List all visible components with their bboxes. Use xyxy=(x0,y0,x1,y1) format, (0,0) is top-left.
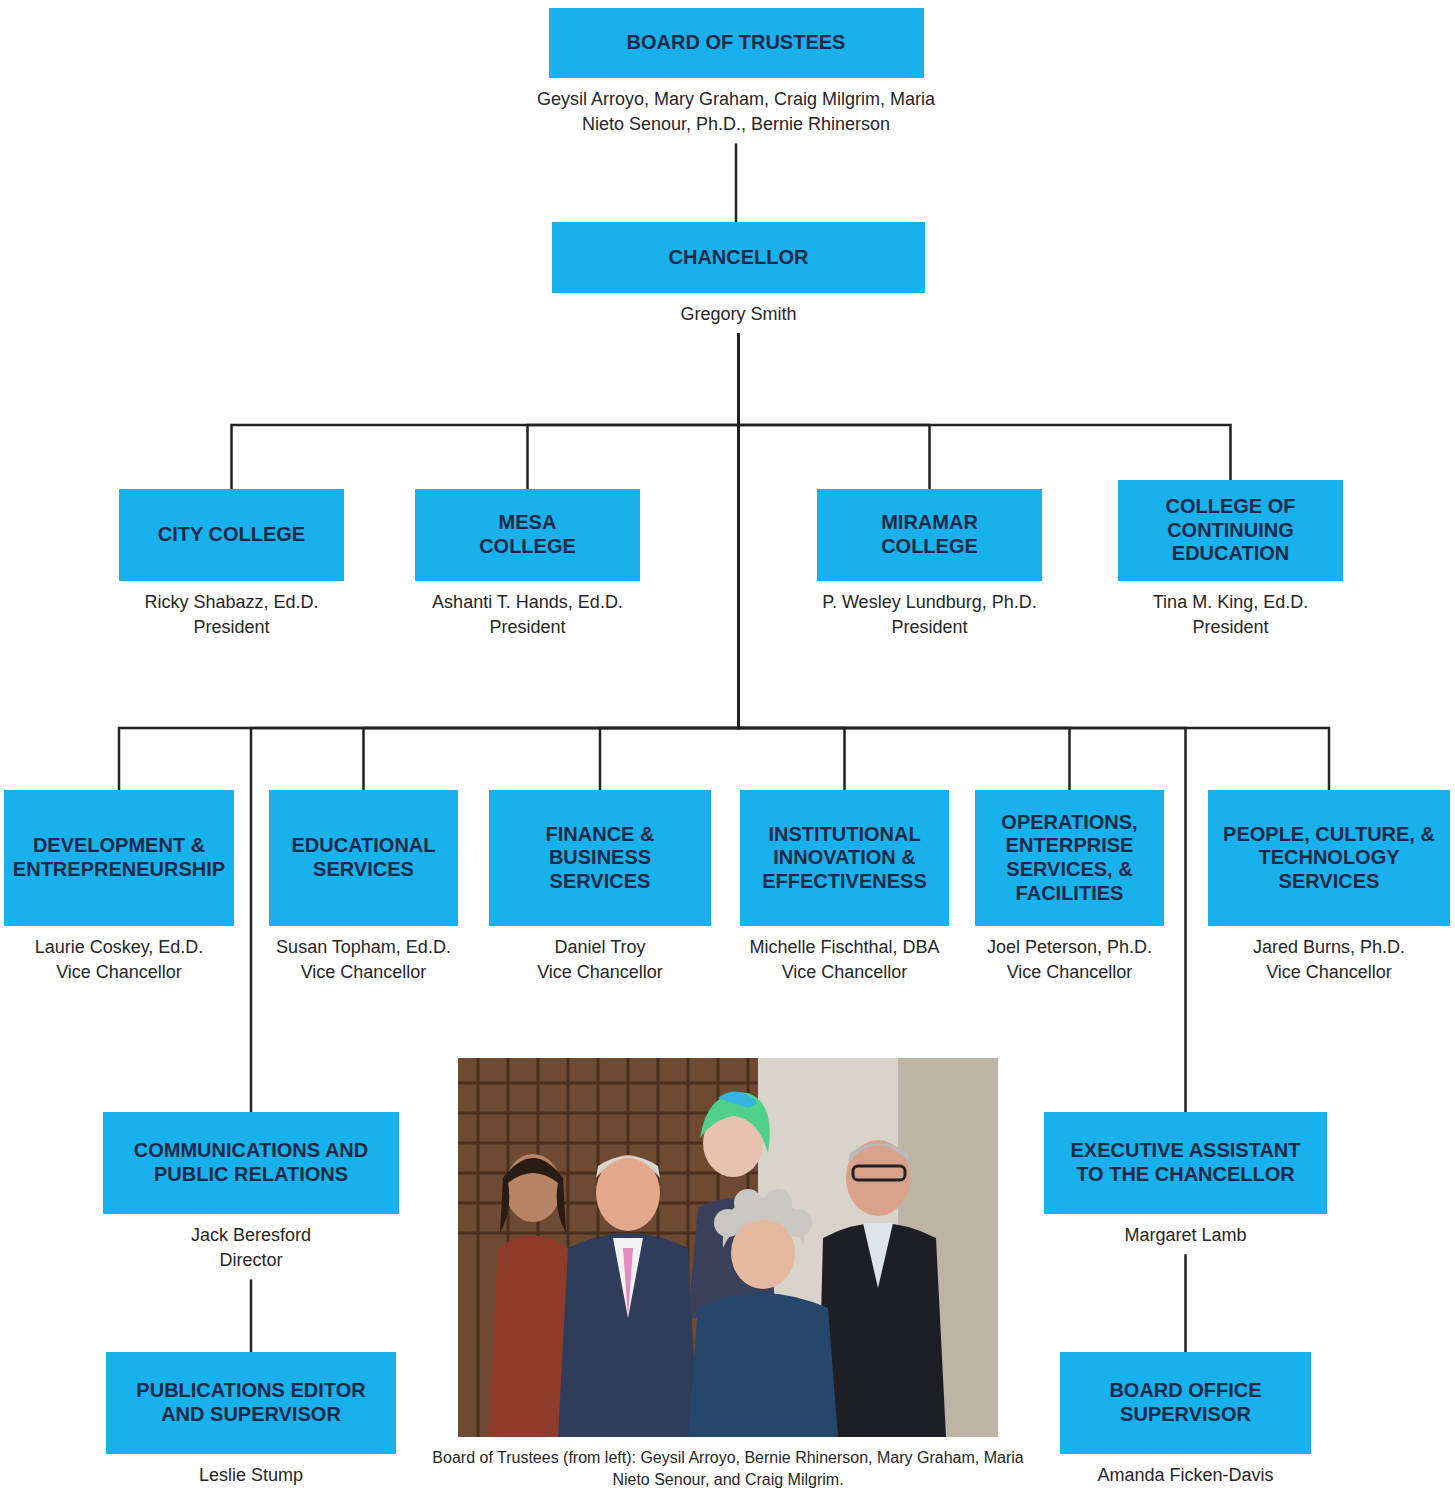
person-name: Margaret Lamb xyxy=(1044,1223,1327,1248)
person-title: Vice Chancellor xyxy=(489,960,711,985)
unit-heading: PEOPLE, CULTURE, & TECHNOLOGY SERVICES xyxy=(1214,823,1444,894)
unit-box: FINANCE & BUSINESS SERVICES xyxy=(489,790,711,926)
unit-heading: COMMUNICATIONS AND PUBLIC RELATIONS xyxy=(109,1139,393,1186)
person-title: Vice Chancellor xyxy=(4,960,234,985)
reporting-line xyxy=(528,333,739,489)
unit-box: MESA COLLEGE xyxy=(415,489,640,581)
unit-box: BOARD OF TRUSTEES xyxy=(549,8,924,78)
reporting-line xyxy=(119,333,739,790)
org-unit: FINANCE & BUSINESS SERVICES Daniel TroyVi… xyxy=(489,790,711,985)
unit-heading: INSTITUTIONAL INNOVATION & EFFECTIVENESS xyxy=(746,823,943,894)
org-unit: BOARD OFFICE SUPERVISOR Amanda Ficken-Dav… xyxy=(1060,1352,1311,1488)
unit-heading: MIRAMAR COLLEGE xyxy=(856,511,1004,558)
person-name: P. Wesley Lundburg, Ph.D. xyxy=(807,590,1052,615)
unit-box: INSTITUTIONAL INNOVATION & EFFECTIVENESS xyxy=(740,790,949,926)
unit-heading: CITY COLLEGE xyxy=(158,523,305,547)
org-unit: COMMUNICATIONS AND PUBLIC RELATIONS Jack … xyxy=(103,1112,399,1273)
unit-heading: BOARD OF TRUSTEES xyxy=(627,31,846,55)
reporting-line xyxy=(250,1279,253,1352)
reporting-line xyxy=(739,333,930,489)
unit-box: CHANCELLOR xyxy=(552,222,925,293)
unit-box: COMMUNICATIONS AND PUBLIC RELATIONS xyxy=(103,1112,399,1214)
unit-heading: EDUCATIONAL SERVICES xyxy=(275,834,452,881)
person-title: President xyxy=(405,615,650,640)
person-name: Daniel Troy xyxy=(489,935,711,960)
person-name: Susan Topham, Ed.D. xyxy=(269,935,458,960)
person-title: Vice Chancellor xyxy=(269,960,458,985)
person-name: Leslie Stump xyxy=(106,1463,396,1488)
person-name: Geysil Arroyo, Mary Graham, Craig Milgri… xyxy=(531,87,941,137)
org-unit: PUBLICATIONS EDITOR AND SUPERVISOR Leslie… xyxy=(106,1352,396,1488)
org-unit: BOARD OF TRUSTEES Geysil Arroyo, Mary Gra… xyxy=(516,8,956,137)
unit-box: EXECUTIVE ASSISTANT TO THE CHANCELLOR xyxy=(1044,1112,1327,1214)
org-unit: DEVELOPMENT & ENTREPRENEURSHIP Laurie Cos… xyxy=(4,790,234,985)
reporting-line xyxy=(739,333,1330,790)
person-name: Michelle Fischthal, DBA xyxy=(740,935,949,960)
org-unit: PEOPLE, CULTURE, & TECHNOLOGY SERVICES Ja… xyxy=(1208,790,1450,985)
unit-box: PUBLICATIONS EDITOR AND SUPERVISOR xyxy=(106,1352,396,1454)
person-name: Jared Burns, Ph.D. xyxy=(1208,935,1450,960)
unit-heading: MESA COLLEGE xyxy=(454,511,602,558)
person-title: President xyxy=(1108,615,1353,640)
person-name: Ricky Shabazz, Ed.D. xyxy=(109,590,354,615)
reporting-line xyxy=(232,333,739,489)
org-unit: MIRAMAR COLLEGE P. Wesley Lundburg, Ph.D.… xyxy=(807,489,1052,640)
person-title: Vice Chancellor xyxy=(740,960,949,985)
unit-box: CITY COLLEGE xyxy=(119,489,344,581)
person-name: Ashanti T. Hands, Ed.D. xyxy=(405,590,650,615)
unit-heading: FINANCE & BUSINESS SERVICES xyxy=(515,823,685,894)
unit-heading: DEVELOPMENT & ENTREPRENEURSHIP xyxy=(10,834,228,881)
reporting-line xyxy=(1184,1254,1187,1352)
unit-box: BOARD OFFICE SUPERVISOR xyxy=(1060,1352,1311,1454)
org-unit: MESA COLLEGE Ashanti T. Hands, Ed.D.Presi… xyxy=(405,489,650,640)
person-name: Gregory Smith xyxy=(552,302,925,327)
unit-box: COLLEGE OF CONTINUING EDUCATION xyxy=(1118,480,1343,581)
unit-heading: OPERATIONS, ENTERPRISE SERVICES, & FACIL… xyxy=(981,811,1158,905)
reporting-line xyxy=(735,143,738,222)
person-name: Joel Peterson, Ph.D. xyxy=(975,935,1164,960)
org-unit: CHANCELLOR Gregory Smith xyxy=(552,222,925,327)
unit-box: PEOPLE, CULTURE, & TECHNOLOGY SERVICES xyxy=(1208,790,1450,926)
person-name: Amanda Ficken-Davis xyxy=(1060,1463,1311,1488)
unit-heading: EXECUTIVE ASSISTANT TO THE CHANCELLOR xyxy=(1061,1139,1311,1186)
unit-box: MIRAMAR COLLEGE xyxy=(817,489,1042,581)
person-title: Vice Chancellor xyxy=(975,960,1164,985)
reporting-line xyxy=(364,333,739,790)
person-title: President xyxy=(109,615,354,640)
unit-box: OPERATIONS, ENTERPRISE SERVICES, & FACIL… xyxy=(975,790,1164,926)
board-photo xyxy=(458,1058,998,1437)
person-title: President xyxy=(807,615,1052,640)
person-name: Laurie Coskey, Ed.D. xyxy=(4,935,234,960)
photo-caption: Board of Trustees (from left): Geysil Ar… xyxy=(428,1447,1028,1490)
reporting-line xyxy=(739,333,1070,790)
unit-heading: PUBLICATIONS EDITOR AND SUPERVISOR xyxy=(126,1379,376,1426)
unit-box: EDUCATIONAL SERVICES xyxy=(269,790,458,926)
org-unit: OPERATIONS, ENTERPRISE SERVICES, & FACIL… xyxy=(975,790,1164,985)
person-name: Jack Beresford xyxy=(103,1223,399,1248)
org-unit: INSTITUTIONAL INNOVATION & EFFECTIVENESS… xyxy=(740,790,949,985)
person-name: Tina M. King, Ed.D. xyxy=(1108,590,1353,615)
org-unit: EDUCATIONAL SERVICES Susan Topham, Ed.D.V… xyxy=(269,790,458,985)
unit-box: DEVELOPMENT & ENTREPRENEURSHIP xyxy=(4,790,234,926)
reporting-line xyxy=(739,333,1231,480)
person-title: Director xyxy=(103,1248,399,1273)
org-unit: EXECUTIVE ASSISTANT TO THE CHANCELLOR Mar… xyxy=(1044,1112,1327,1248)
unit-heading: BOARD OFFICE SUPERVISOR xyxy=(1066,1379,1305,1426)
unit-heading: COLLEGE OF CONTINUING EDUCATION xyxy=(1157,495,1305,566)
person-title: Vice Chancellor xyxy=(1208,960,1450,985)
reporting-line xyxy=(739,333,1186,1112)
org-unit: CITY COLLEGE Ricky Shabazz, Ed.D.Presiden… xyxy=(109,489,354,640)
reporting-line xyxy=(251,333,739,1112)
org-unit: COLLEGE OF CONTINUING EDUCATION Tina M. K… xyxy=(1108,480,1353,640)
unit-heading: CHANCELLOR xyxy=(669,246,809,270)
